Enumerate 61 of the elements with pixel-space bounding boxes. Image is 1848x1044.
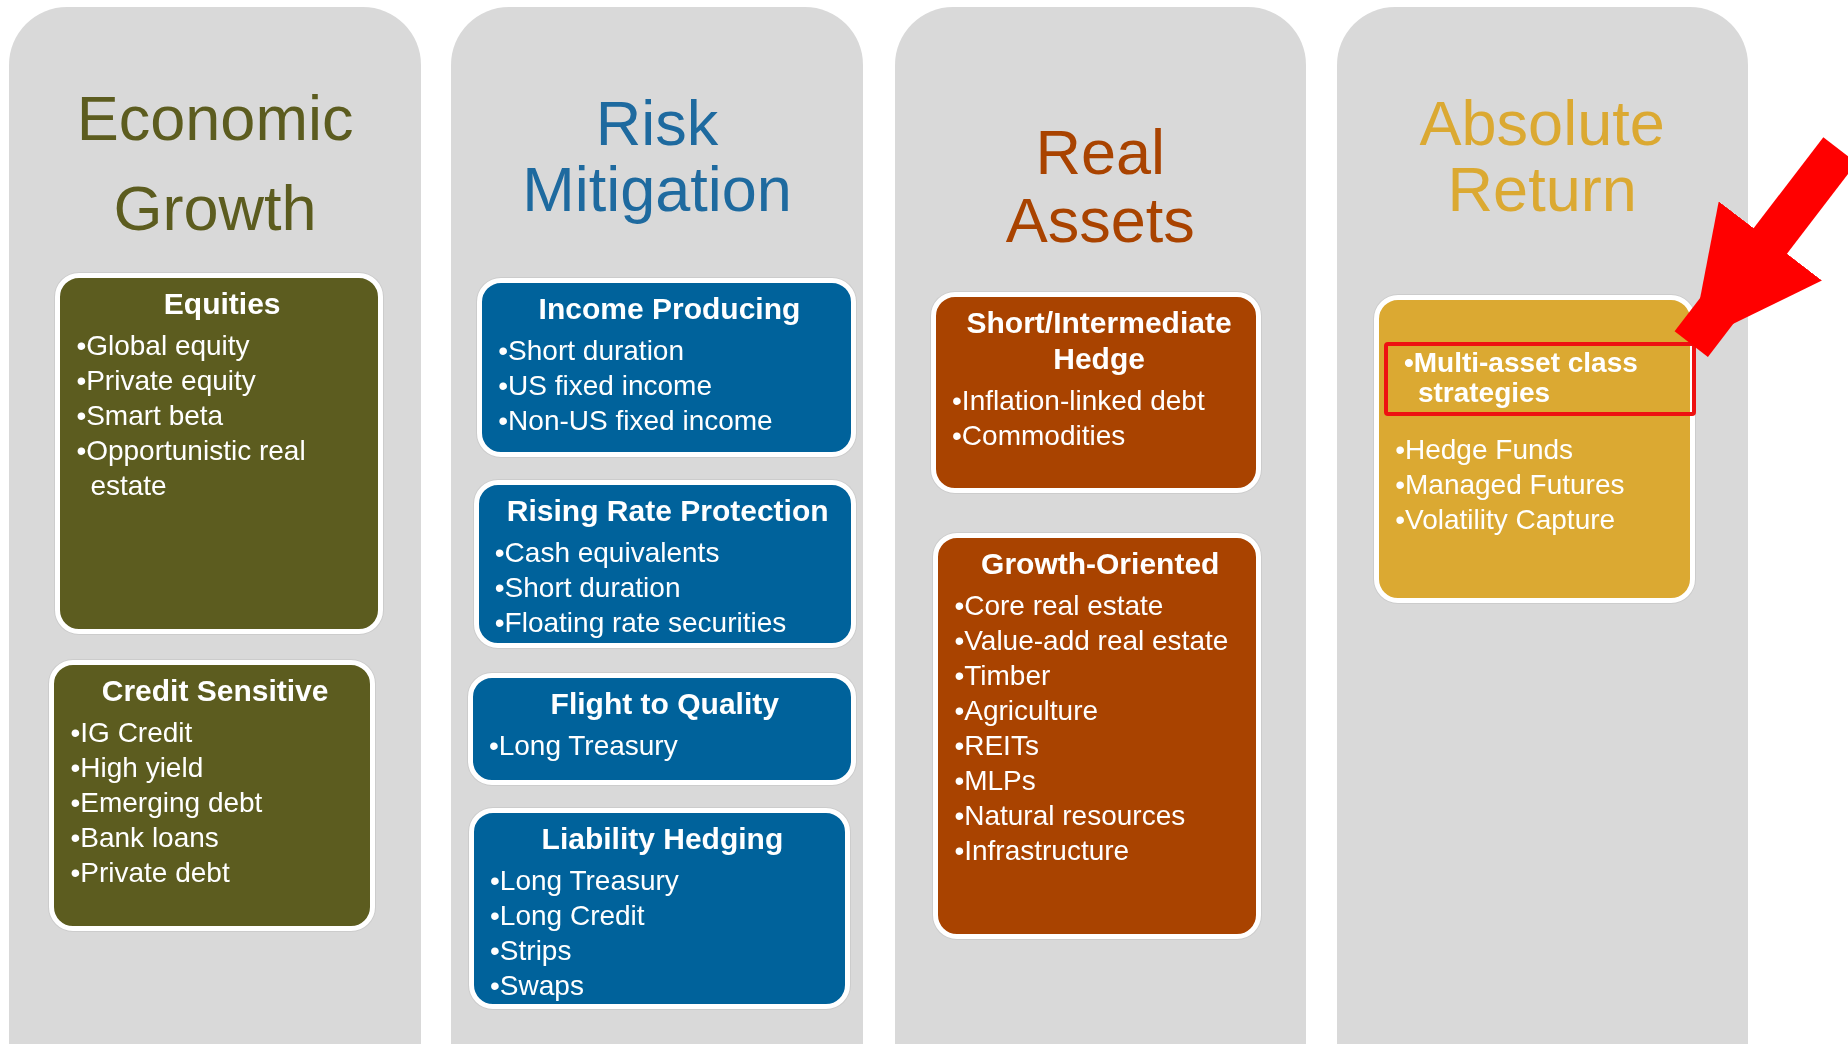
bullet-item: •Swaps	[490, 969, 585, 1004]
category-box	[933, 532, 1262, 940]
bullet-item: •Opportunistic real estate	[76, 434, 307, 504]
bullet-item: •Non-US fixed income	[498, 404, 774, 439]
bullet-item: •Long Credit	[490, 899, 646, 934]
column-title: Economic Growth	[75, 82, 355, 246]
bullet-item: •Smart beta	[76, 399, 225, 434]
bullet-item: •Strips	[490, 934, 573, 969]
bullet-item: •Long Treasury	[488, 728, 679, 763]
box-heading: Flight to Quality	[549, 685, 780, 722]
bullet-item: •Inflation-linked debt	[952, 384, 1206, 419]
column-title: Risk Mitigation	[521, 89, 793, 222]
category-box	[469, 808, 850, 1009]
category-box	[477, 278, 856, 458]
bullet-item: •Private debt	[70, 856, 231, 890]
category-box	[1374, 294, 1695, 604]
bullet-item: •Short duration	[498, 334, 685, 369]
bullet-item: •US fixed income	[498, 369, 713, 404]
category-box	[473, 479, 856, 649]
category-box	[55, 273, 383, 635]
box-heading: Credit Sensitive	[100, 673, 330, 709]
column-panel	[9, 7, 421, 1044]
bullet-item: •Private equity	[76, 364, 257, 399]
bullet-item: •Managed Futures	[1395, 467, 1626, 502]
bullet-item: •Hedge Funds	[1395, 432, 1575, 467]
bullet-item: •Natural resources	[954, 798, 1187, 833]
box-heading: Rising Rate Protection	[505, 492, 830, 529]
column-title: Absolute Return	[1418, 89, 1666, 222]
bullet-item: •Core real estate	[954, 588, 1165, 623]
box-heading: Growth-Oriented	[980, 545, 1221, 582]
bullet-item: •Agriculture	[954, 693, 1100, 728]
bullet-item: •Emerging debt	[70, 786, 264, 820]
box-heading: Income Producing	[537, 291, 802, 328]
column-panel	[1336, 7, 1748, 1044]
box-heading: Short/Intermediate Hedge	[965, 305, 1233, 378]
bullet-item: •Value-add real estate	[954, 623, 1230, 658]
bullet-item: •Volatility Capture	[1395, 502, 1617, 537]
bullet-item: •IG Credit	[70, 716, 194, 750]
highlight-frame	[1383, 342, 1697, 417]
bullet-item: •Short duration	[494, 570, 682, 605]
bullet-item: •Timber	[954, 658, 1052, 693]
bullet-item: •Multi-asset class strategies	[1403, 348, 1639, 409]
bullet-item: •REITs	[954, 728, 1040, 763]
bullet-item: •Cash equivalents	[494, 535, 721, 570]
category-box	[931, 292, 1262, 493]
column-panel	[894, 7, 1306, 1044]
bullet-item: •Infrastructure	[954, 833, 1131, 868]
box-heading: Equities	[162, 286, 282, 323]
column-panel	[451, 7, 863, 1044]
bullet-item: •Bank loans	[70, 821, 220, 855]
bullet-item: •Global equity	[76, 329, 251, 364]
bullet-item: •Floating rate securities	[494, 605, 788, 640]
bullet-item: •Commodities	[952, 419, 1127, 454]
box-heading: Liability Hedging	[540, 821, 785, 858]
category-box	[49, 660, 375, 932]
bullet-item: •Long Treasury	[490, 864, 680, 899]
column-title: Real Assets	[1004, 117, 1196, 254]
bullet-item: •MLPs	[954, 763, 1037, 798]
category-box	[467, 672, 856, 785]
bullet-item: •High yield	[70, 751, 205, 785]
arrow	[1674, 137, 1848, 357]
